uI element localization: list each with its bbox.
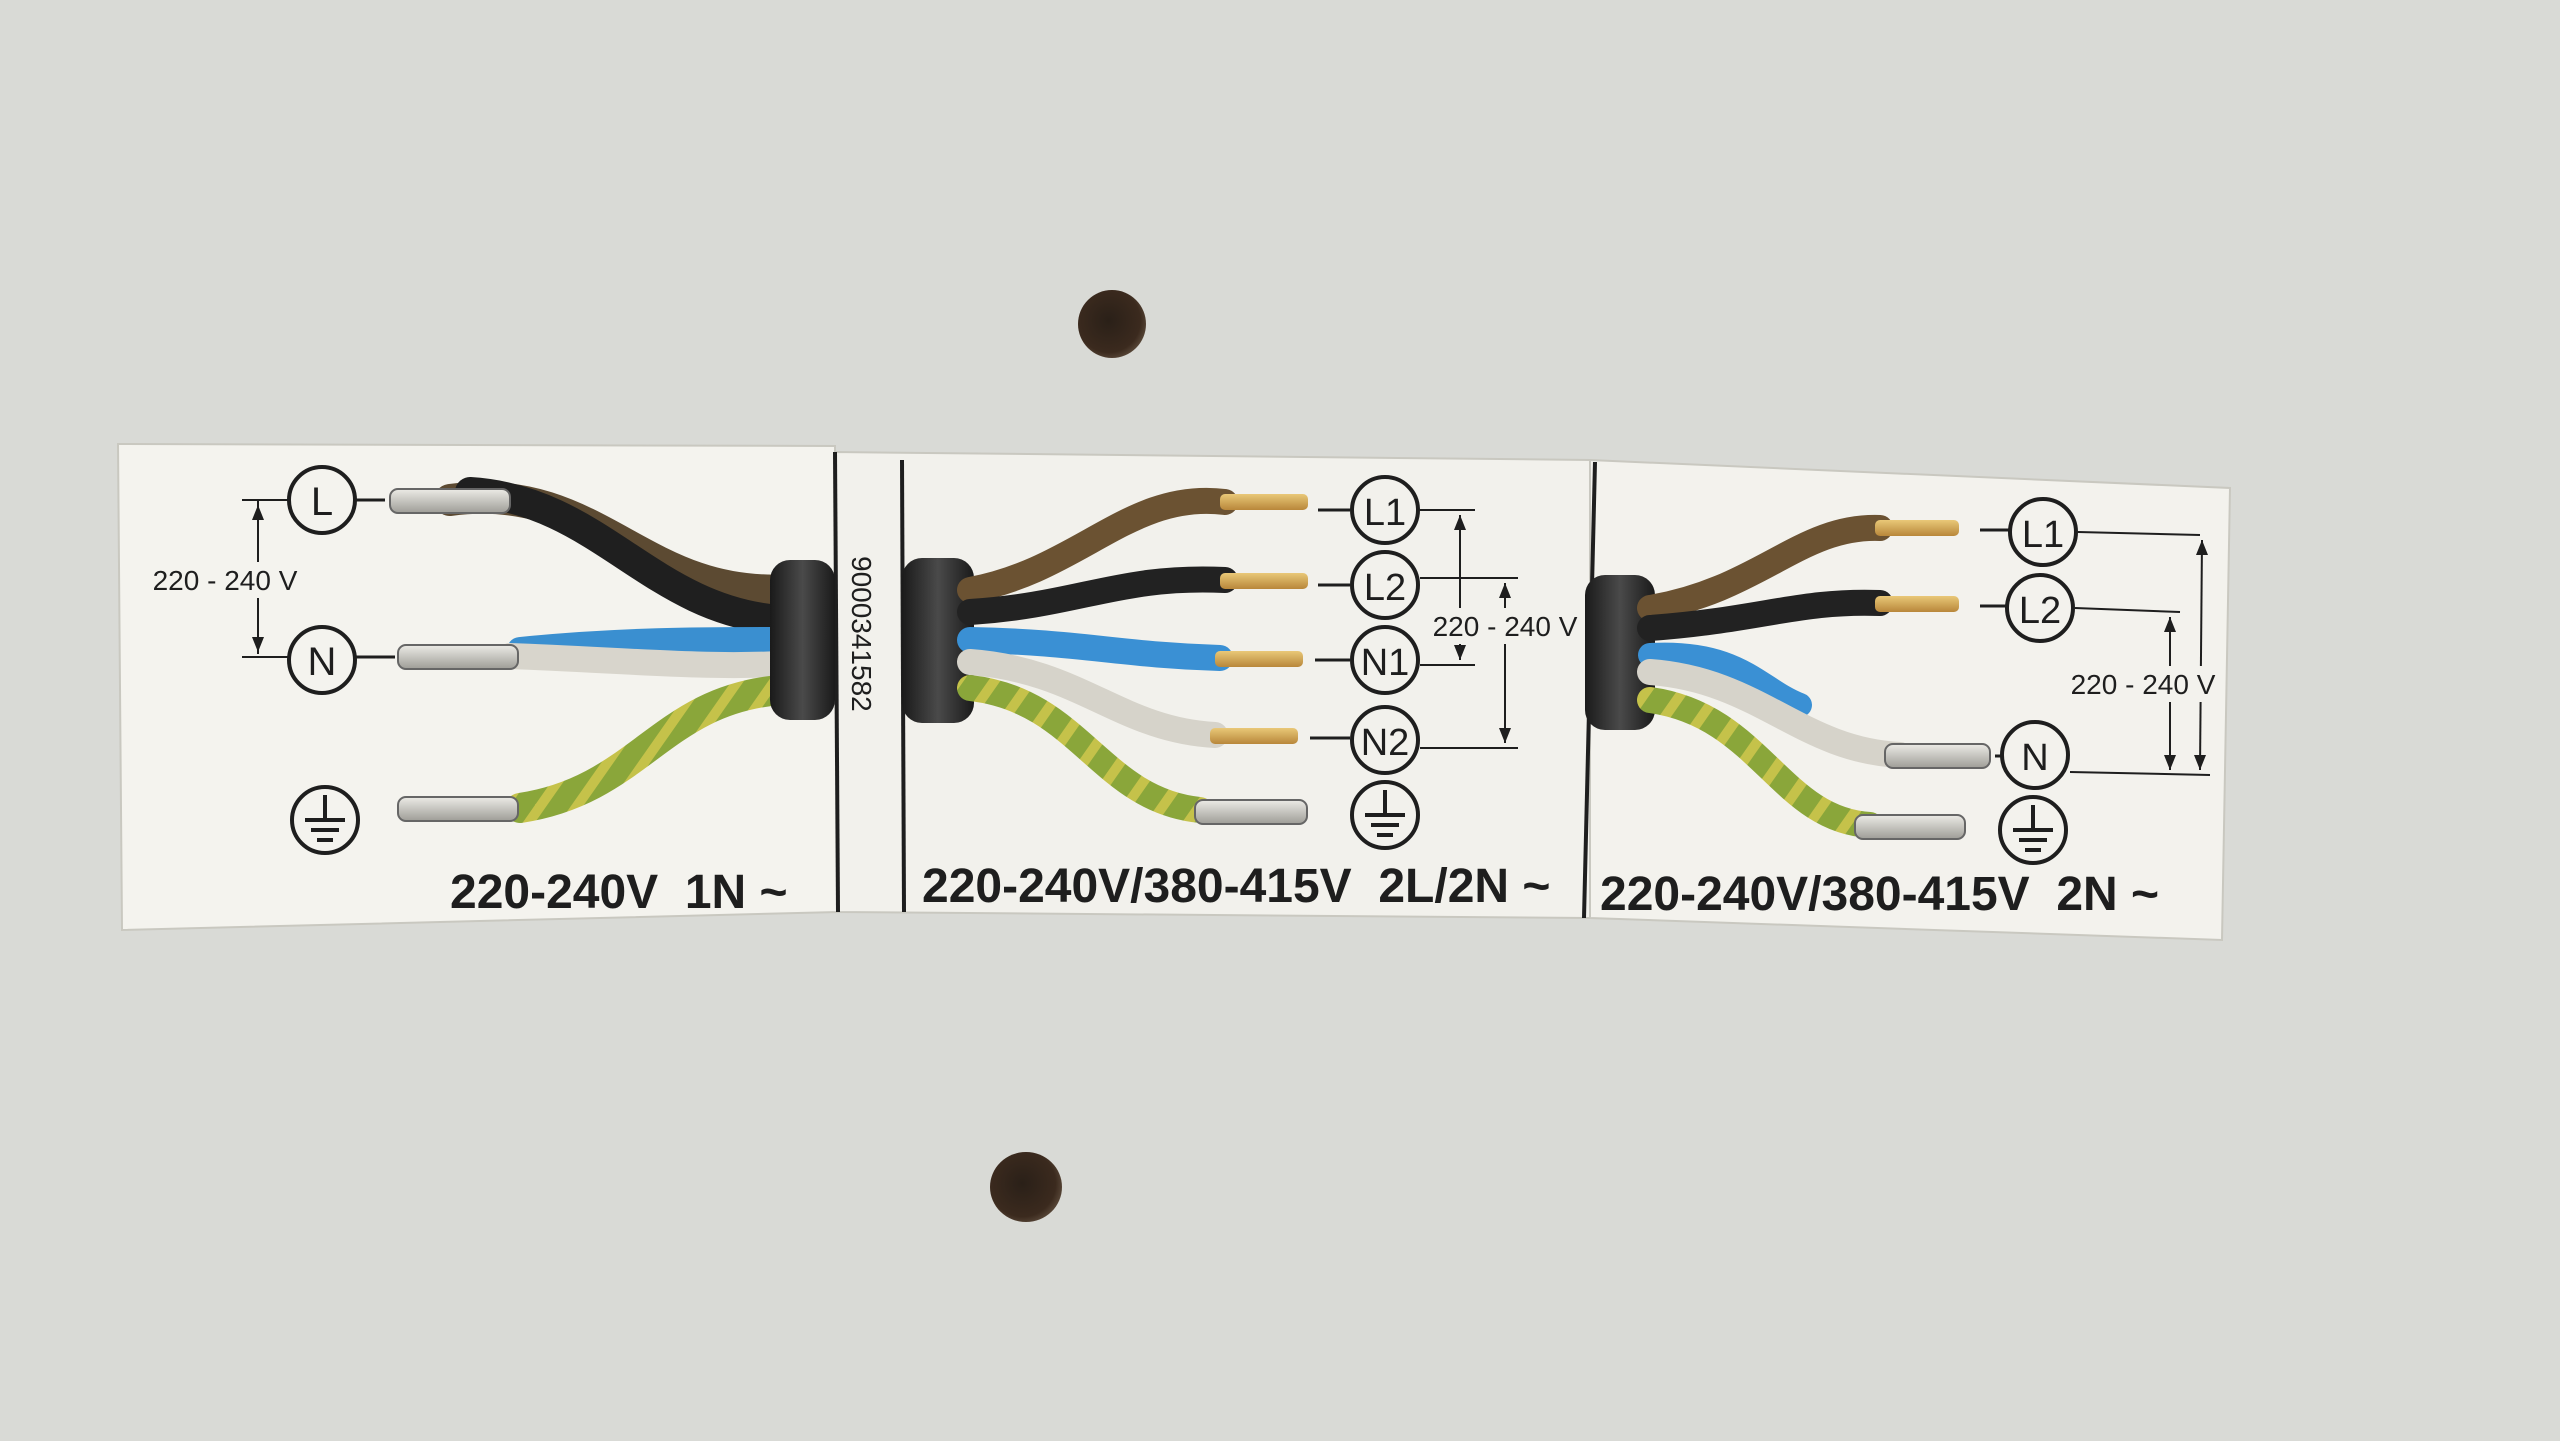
terminal-l1-text: L1 <box>1364 492 1406 534</box>
terminal-l2-b-text: L2 <box>2019 590 2061 632</box>
terminal-n2 <box>1350 705 1420 775</box>
terminal-l2-b <box>2005 573 2075 643</box>
cable-sheath-left <box>770 560 835 720</box>
terminal-l1-b-text: L1 <box>2022 514 2064 556</box>
wire-grey-3 <box>1637 659 1913 768</box>
wire-green-yellow-2 <box>957 675 1213 823</box>
separator-1 <box>833 451 840 913</box>
panel-2n: L1 L2 N 220 - 240 V 220-240V/380-415V <box>1585 497 2218 921</box>
wire-tip-l <box>389 488 511 514</box>
wire-grey-2 <box>957 649 1228 748</box>
terminal-l2 <box>1350 550 1420 620</box>
terminal-n-b-text: N <box>2021 737 2048 779</box>
wire-brown-2 <box>957 487 1238 603</box>
terminal-n1-text: N1 <box>1361 642 1410 684</box>
voltage-marker-3b <box>2199 539 2203 771</box>
wire-black-3 <box>1637 589 1893 641</box>
wire-blue-3 <box>1638 642 1812 717</box>
cable-sheath-mid <box>902 558 974 723</box>
panel-1n: L N 220 - 240 V 220-240V 1N ~ <box>138 465 835 919</box>
wire-tip-n <box>397 644 519 670</box>
terminal-n-b <box>2000 720 2070 790</box>
voltage-note-2: 220 - 240 V <box>1433 611 1578 642</box>
wire-green-yellow <box>505 675 795 823</box>
panel-title-3: 220-240V/380-415V 2N ~ <box>1600 868 2159 921</box>
terminal-n1 <box>1350 625 1420 695</box>
panel-title-1: 220-240V 1N ~ <box>450 866 788 919</box>
panel-title-2: 220-240V/380-415V 2L/2N ~ <box>922 860 1550 913</box>
wire-black-2 <box>957 566 1238 625</box>
terminal-l1 <box>1350 475 1420 545</box>
wire-green-yellow-3 <box>1637 687 1883 838</box>
wire-grey <box>497 643 793 679</box>
wire-tip-earth <box>397 796 519 822</box>
terminal-n <box>287 625 357 695</box>
terminal-l2-text: L2 <box>1364 567 1406 609</box>
voltage-note-3: 220 - 240 V <box>2071 669 2216 700</box>
terminal-l-text: L <box>311 480 333 524</box>
cable-sheath-right <box>1585 575 1655 730</box>
terminal-n-text: N <box>308 640 337 684</box>
wire-blue-2 <box>957 627 1233 671</box>
panel-2l2n: L1 L2 N1 N2 220 - <box>902 475 1588 913</box>
wire-black <box>455 477 795 635</box>
terminal-n2-text: N2 <box>1361 722 1410 764</box>
terminal-l1-b <box>2008 497 2078 567</box>
voltage-note-1: 220 - 240 V <box>153 565 298 596</box>
part-number: 9000341582 <box>846 556 877 712</box>
wall-hole-bottom <box>990 1152 1062 1222</box>
wire-brown-3 <box>1637 514 1893 621</box>
wall-hole-top <box>1078 290 1146 358</box>
